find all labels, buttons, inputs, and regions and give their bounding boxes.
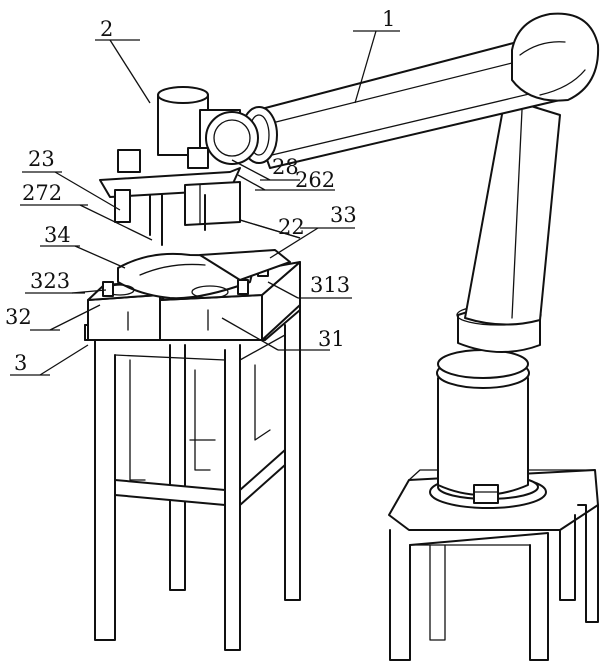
- label-workbench: 3: [14, 351, 27, 375]
- robot-arm: [240, 12, 600, 326]
- label-right-fixture: 31: [318, 327, 345, 351]
- label-robot-arm: 1: [382, 7, 395, 31]
- label-fixture-block: 313: [310, 273, 350, 297]
- fixture-assembly: [87, 249, 301, 341]
- workbench: [84, 294, 301, 651]
- label-clamp-jaw: 22: [278, 215, 305, 239]
- end-effector: [99, 86, 259, 246]
- label-left-fixture: 32: [5, 305, 32, 329]
- part-labels: 1 2 23 272 34 323 32 3 28 262 22 33 313 …: [5, 7, 395, 375]
- label-cylinder: 262: [295, 168, 335, 192]
- label-fixture-cover: 33: [330, 203, 357, 227]
- robot-base: [429, 304, 547, 509]
- label-motor: 28: [272, 155, 299, 179]
- label-workpiece: 34: [44, 223, 71, 247]
- label-end-effector: 2: [100, 17, 113, 41]
- leader-lines: [10, 30, 400, 376]
- label-end-effector-plate: 23: [28, 147, 55, 171]
- label-gripper-rod: 272: [22, 181, 62, 205]
- label-locator-pin: 323: [30, 269, 70, 293]
